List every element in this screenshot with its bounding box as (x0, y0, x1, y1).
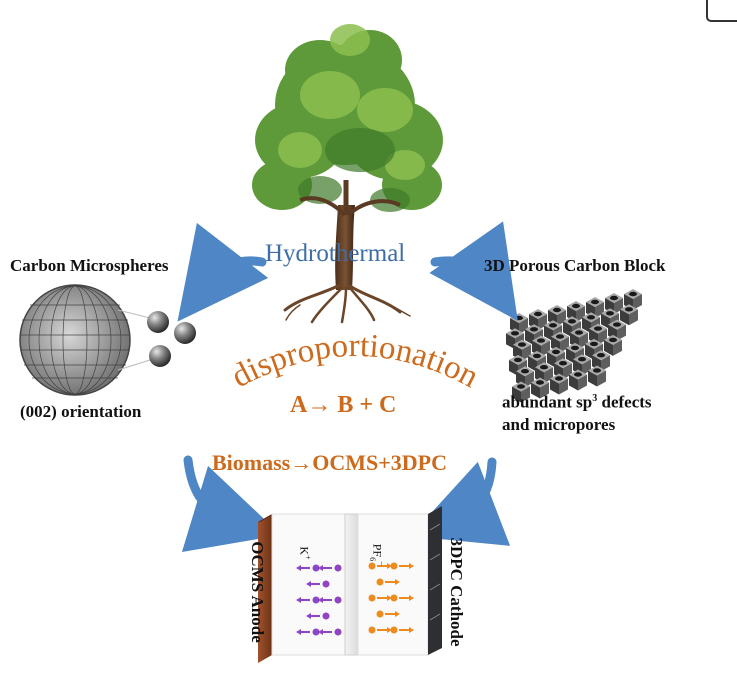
disproportionation-arc-text: disproportionation (226, 328, 484, 395)
right-product-caption: abundant sp3 defects and micropores (502, 388, 652, 436)
right-product-title: 3D Porous Carbon Block (484, 256, 666, 275)
arrow-to-anode (181, 455, 282, 552)
pore-cube (569, 369, 587, 391)
carbon-microsphere-illustration (19, 284, 196, 396)
cation-dot (322, 580, 330, 588)
pore-cube (570, 327, 588, 349)
cation-dot (312, 628, 320, 636)
cation-arrowhead (318, 565, 323, 571)
caption-line2: and micropores (502, 414, 616, 434)
pore-cube (620, 304, 638, 326)
anion-dot (376, 578, 384, 586)
anion-arrowhead (409, 627, 414, 633)
anion-dot (368, 626, 376, 634)
cathode-label: 3DPC Cathode (447, 537, 466, 647)
anion-dot (376, 610, 384, 618)
anion-label: PF6− (368, 544, 385, 566)
anion-arrowhead (387, 595, 392, 601)
tree-illustration (252, 24, 443, 324)
anode-plate (258, 514, 272, 663)
pore-cube (588, 365, 606, 387)
caption-sup: 3 (592, 393, 598, 404)
cation-arrowhead (318, 597, 323, 603)
flow-arrows (177, 221, 518, 552)
cation-dot (312, 564, 320, 572)
cation-dot (334, 596, 342, 604)
cation-arrowhead (296, 629, 301, 635)
porous-carbon-block-illustration (506, 289, 642, 403)
arrow-to-cathode (410, 457, 511, 546)
biomass-equation: Biomass→OCMS+3DPC (212, 450, 447, 475)
caption-main: abundant sp (502, 392, 593, 412)
anion-arrowhead (387, 627, 392, 633)
anion-dot (368, 594, 376, 602)
anion-dot (390, 562, 398, 570)
pore-cube (563, 316, 581, 338)
separator (344, 513, 359, 656)
cation-arrowhead (296, 597, 301, 603)
reaction-equation: A→ B + C (290, 392, 397, 418)
left-product-caption: (002) orientation (20, 402, 142, 421)
anion-sup: − (376, 561, 386, 566)
cation-arrowhead (306, 613, 311, 619)
cation-arrowhead (306, 581, 311, 587)
anion-arrowhead (395, 579, 400, 585)
arrow-to-microspheres (177, 222, 269, 322)
anion-arrowhead (387, 563, 392, 569)
pore-cube (585, 338, 603, 360)
pore-cube (550, 373, 568, 395)
caption-rest: defects (597, 392, 652, 412)
anion-dot (390, 594, 398, 602)
pore-cube (512, 381, 530, 403)
anion-arrowhead (409, 595, 414, 601)
anode-label: OCMS Anode (248, 541, 267, 643)
cation-dot (312, 596, 320, 604)
cation-arrowhead (296, 565, 301, 571)
arrow-to-porous-block (429, 221, 518, 321)
cation-sup: + (303, 555, 313, 560)
cation-dot (322, 612, 330, 620)
anion-arrowhead (395, 611, 400, 617)
cation-arrowhead (318, 629, 323, 635)
corner-icon[interactable] (706, 0, 737, 22)
cation-dot (334, 628, 342, 636)
anion-dot (368, 562, 376, 570)
pore-cube (531, 377, 549, 399)
pore-cube (567, 301, 585, 322)
pore-cube (604, 334, 622, 356)
cathode-plate (428, 506, 442, 655)
anion-arrowhead (409, 563, 414, 569)
cation-base: K (297, 546, 312, 556)
left-product-title: Carbon Microspheres (10, 256, 169, 275)
cation-label: K+ (297, 546, 313, 559)
battery-cell (258, 506, 442, 663)
cation-dot (334, 564, 342, 572)
anion-base: PF (370, 543, 385, 558)
anion-dot (390, 626, 398, 634)
process-label: Hydrothermal (265, 240, 406, 267)
